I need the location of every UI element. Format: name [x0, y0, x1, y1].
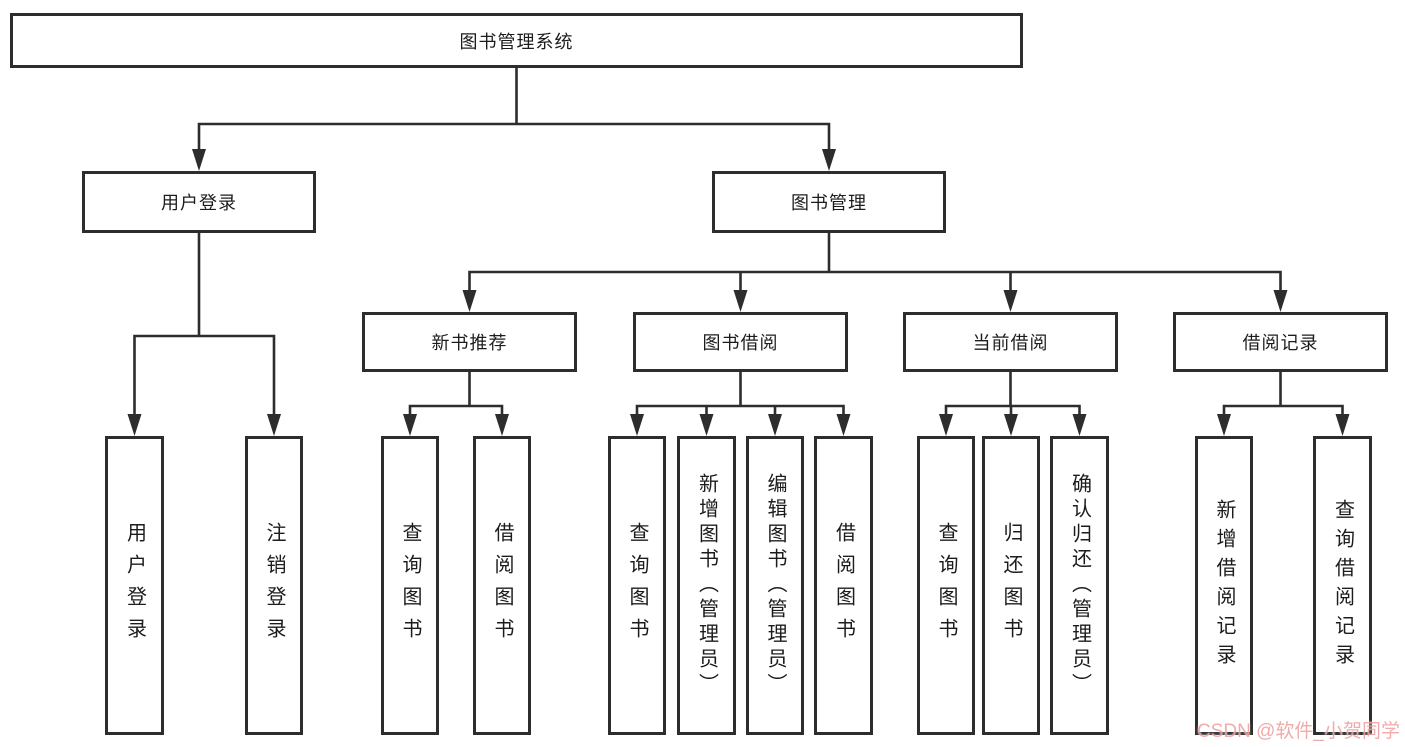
node-user-login: 用户登录	[82, 171, 316, 233]
leaf-current-query-books: 查询图书	[917, 436, 975, 735]
node-root-label: 图书管理系统	[459, 31, 574, 52]
leaf-confirm-return-admin: 确认归还（管理员）	[1050, 436, 1109, 735]
leaf-user-login-label: 用户登录	[123, 521, 146, 650]
node-borrow-record: 借阅记录	[1173, 312, 1388, 372]
leaf-query-borrow-record-label: 查询借阅记录	[1331, 498, 1354, 673]
arrowheads	[127, 149, 1350, 436]
leaf-newbook-query-books: 查询图书	[381, 436, 439, 735]
leaf-add-books-admin: 新增图书（管理员）	[677, 436, 736, 735]
leaf-query-borrow-record: 查询借阅记录	[1313, 436, 1372, 735]
leaf-return-books: 归还图书	[982, 436, 1040, 735]
leaf-borrow-query-books-label: 查询图书	[626, 521, 648, 650]
leaf-user-login: 用户登录	[105, 436, 164, 735]
leaf-newbook-borrow-books: 借阅图书	[473, 436, 531, 735]
node-current-borrow-label: 当前借阅	[972, 333, 1049, 353]
leaf-logout: 注销登录	[245, 436, 303, 735]
leaf-confirm-return-admin-label: 确认归还（管理员）	[1068, 473, 1091, 698]
node-current-borrow: 当前借阅	[903, 312, 1118, 372]
node-borrow-record-label: 借阅记录	[1242, 333, 1319, 353]
leaf-add-borrow-record-label: 新增借阅记录	[1213, 498, 1235, 673]
leaf-edit-books-admin-label: 编辑图书（管理员）	[764, 473, 786, 698]
leaf-logout-label: 注销登录	[263, 521, 285, 650]
node-book-management: 图书管理	[712, 171, 946, 233]
leaf-current-query-books-label: 查询图书	[935, 521, 957, 650]
leaf-add-books-admin-label: 新增图书（管理员）	[695, 473, 718, 698]
leaf-add-borrow-record: 新增借阅记录	[1195, 436, 1253, 735]
node-book-borrow: 图书借阅	[633, 312, 848, 372]
leaf-borrow-books: 借阅图书	[814, 436, 873, 735]
leaf-borrow-query-books: 查询图书	[608, 436, 666, 735]
leaf-newbook-borrow-books-label: 借阅图书	[491, 521, 513, 650]
leaf-return-books-label: 归还图书	[1000, 521, 1022, 650]
leaf-borrow-books-label: 借阅图书	[832, 521, 855, 650]
csdn-watermark: CSDN @软件_小贺同学	[1197, 721, 1400, 742]
node-user-login-label: 用户登录	[161, 193, 237, 213]
leaf-edit-books-admin: 编辑图书（管理员）	[746, 436, 804, 735]
node-root-library-system: 图书管理系统	[10, 13, 1023, 68]
node-new-book-recommend-label: 新书推荐	[431, 333, 508, 353]
leaf-newbook-query-books-label: 查询图书	[399, 521, 421, 650]
node-book-borrow-label: 图书借阅	[702, 333, 779, 353]
node-new-book-recommend: 新书推荐	[362, 312, 577, 372]
node-book-management-label: 图书管理	[791, 193, 867, 213]
